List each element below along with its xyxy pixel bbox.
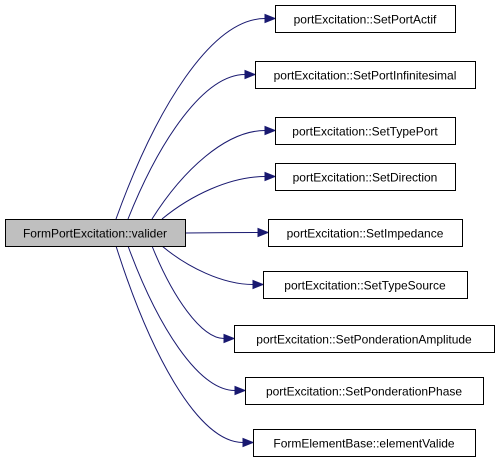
node-t9[interactable]: FormElementBase::elementValide [253,429,476,457]
node-t2-box [255,61,476,89]
arrowhead-icon [223,333,236,344]
node-t6[interactable]: portExcitation::SetTypeSource [263,271,468,299]
node-t5-label: portExcitation::SetImpedance [287,227,444,241]
node-t1-label: portExcitation::SetPortActif [294,13,437,27]
arrowhead-icon [257,227,270,238]
node-t6-label: portExcitation::SetTypeSource [284,279,446,293]
call-nodes: FormPortExcitation::validerportExcitatio… [5,5,495,457]
node-t5[interactable]: portExcitation::SetImpedance [268,219,463,247]
arrowhead-icon [264,13,277,24]
node-source[interactable]: FormPortExcitation::valider [5,219,186,247]
node-t7-label: portExcitation::SetPonderationAmplitude [256,333,472,347]
node-t6-box [263,271,468,299]
node-t4-box [275,163,456,191]
edge-to-t7 [151,245,225,339]
node-t4[interactable]: portExcitation::SetDirection [275,163,456,191]
node-t3[interactable]: portExcitation::SetTypePort [275,117,456,145]
node-t1[interactable]: portExcitation::SetPortActif [275,5,456,33]
node-t2[interactable]: portExcitation::SetPortInfinitesimal [255,61,476,89]
edge-to-t8 [127,245,236,391]
call-edges [115,13,277,448]
node-t7-box [234,325,495,353]
edge-to-t5 [184,232,259,234]
node-t9-box [253,429,476,457]
edge-to-t2 [127,74,246,220]
arrowhead-icon [242,437,255,448]
arrowhead-icon [264,171,277,182]
arrowhead-icon [264,125,277,136]
arrowhead-icon [244,69,257,80]
edge-to-t6 [161,245,254,285]
node-t5-box [268,219,463,247]
node-source-box [5,219,186,247]
node-t8-box [245,377,484,405]
node-t1-box [275,5,456,33]
node-t8-label: portExcitation::SetPonderationPhase [266,385,462,399]
edge-to-t1 [115,18,266,220]
arrowhead-icon [252,279,265,290]
edge-to-t9 [115,245,244,443]
edge-to-t3 [151,130,266,220]
node-t2-label: portExcitation::SetPortInfinitesimal [274,69,457,83]
node-t7[interactable]: portExcitation::SetPonderationAmplitude [234,325,495,353]
node-t9-label: FormElementBase::elementValide [273,437,455,451]
node-t3-box [275,117,456,145]
node-t4-label: portExcitation::SetDirection [293,171,438,185]
node-t3-label: portExcitation::SetTypePort [292,125,438,139]
edge-to-t4 [161,176,266,220]
arrowhead-icon [234,385,247,396]
node-t8[interactable]: portExcitation::SetPonderationPhase [245,377,484,405]
node-source-label: FormPortExcitation::valider [23,227,167,241]
